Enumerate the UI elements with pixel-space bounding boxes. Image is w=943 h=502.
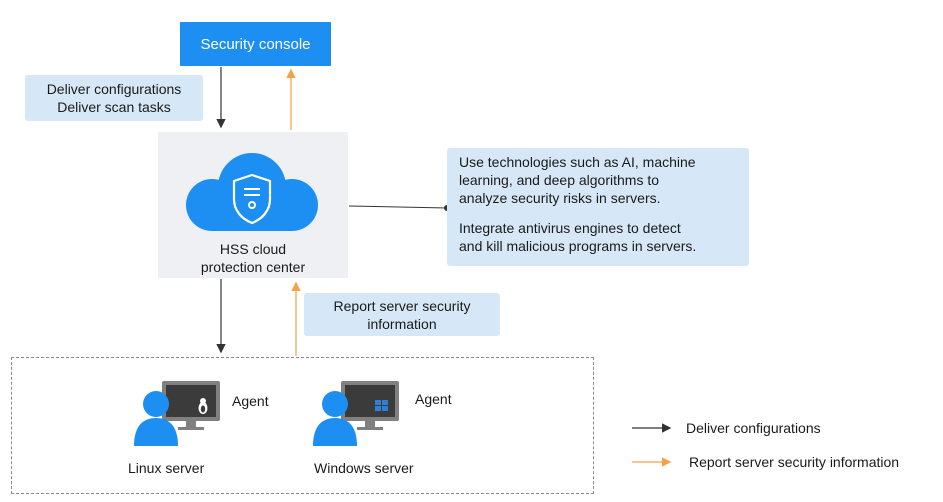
linux-server-icon [134,381,220,446]
linux-server-label: Linux server [128,460,205,476]
deliver-note-line1: Deliver configurations [46,81,182,97]
hss-center-label-line1: HSS cloud [219,241,287,257]
hss-center-label-line2: protection center [200,259,306,275]
deliver-note: Deliver configurations Deliver scan task… [25,75,203,121]
technology-note: Use technologies such as AI, machine lea… [447,148,749,266]
penguin-icon [198,398,208,414]
report-note: Report server security information [304,293,500,336]
hss-center-label: HSS cloud protection center [158,240,348,276]
servers-frame [11,357,594,494]
windows-agent-label: Agent [415,391,452,407]
report-note-line1: Report server security [333,297,471,314]
windows-server-icon [313,381,399,446]
legend-deliver-label: Deliver configurations [686,420,821,436]
cloud-shield-icon [186,153,318,231]
linux-agent-label: Agent [232,393,269,409]
center-to-tech-note-connector [348,205,448,209]
report-note-line2: information [367,315,437,332]
deliver-note-line2: Deliver scan tasks [57,99,171,115]
legend-report-label: Report server security information [689,454,900,470]
windows-logo-icon [375,400,388,411]
technology-note-para1: Use technologies such as AI, machine lea… [459,154,696,206]
windows-server-label: Windows server [314,460,414,476]
technology-note-para2: Integrate antivirus engines to detect an… [459,220,697,254]
security-console-label: Security console [200,35,311,53]
security-console-box: Security console [180,22,331,66]
